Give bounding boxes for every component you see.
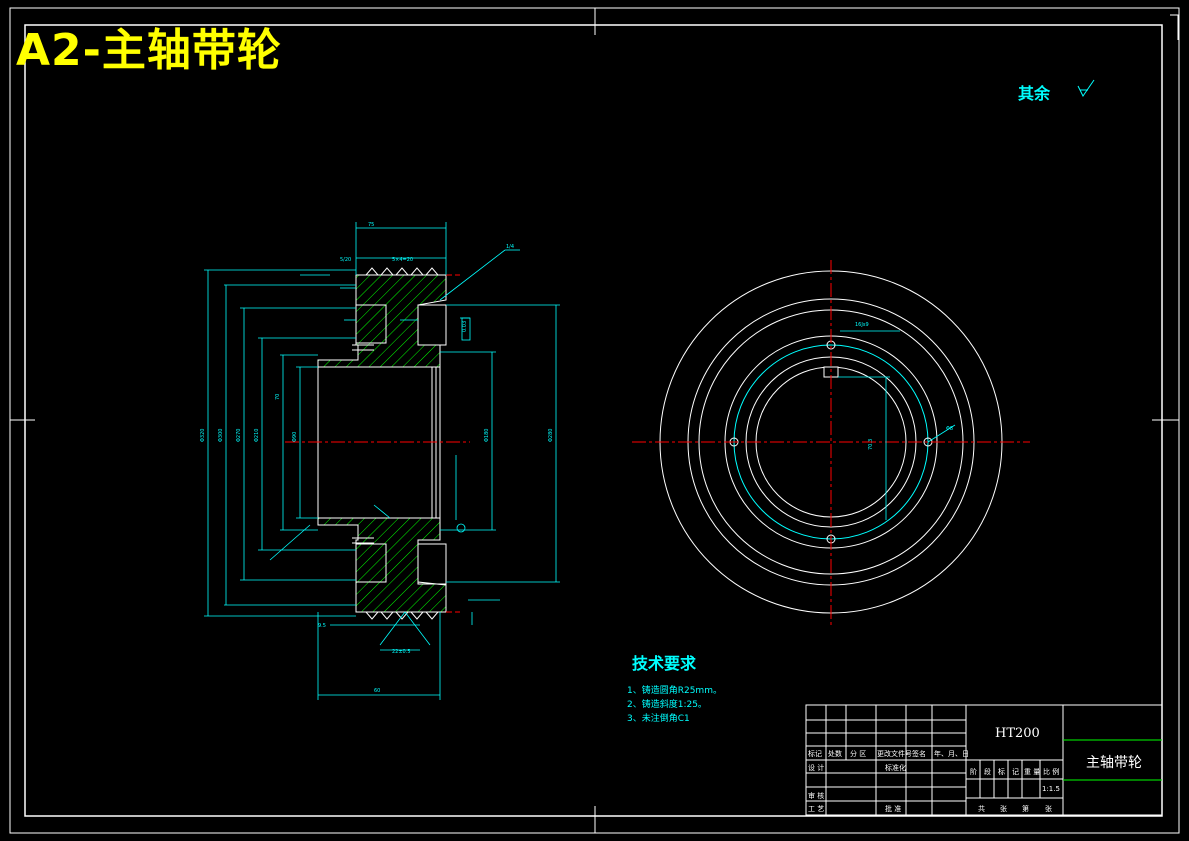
section-view: 75 5/20 5×4=20 1/4 60 22±0.5 9.5 Φ320 Φ3… <box>200 222 560 700</box>
col-label: 标记 <box>808 750 822 758</box>
section-hatch-upper <box>317 274 447 368</box>
sheet-label: 共 <box>978 805 985 813</box>
svg-text:1/4: 1/4 <box>506 244 514 250</box>
row-label: 设 计 <box>808 764 825 772</box>
svg-text:Φ270: Φ270 <box>236 429 242 442</box>
tech-requirements-list: 1、铸造圆角R25mm。 2、铸造斜度1:25。 3、未注倒角C1 <box>627 684 722 726</box>
roughness-symbol-icon <box>1077 79 1095 97</box>
sheet-title: A2-主轴带轮 <box>16 25 282 76</box>
row-label: 工 艺 <box>808 805 825 813</box>
tech-requirements-heading: 技术要求 <box>632 654 697 673</box>
svg-text:60: 60 <box>374 688 380 694</box>
svg-text:Φ320: Φ320 <box>200 429 206 442</box>
svg-text:22±0.5: 22±0.5 <box>392 649 411 655</box>
sheet-label: 张 <box>1000 805 1007 813</box>
scale-value: 1:1.5 <box>1042 785 1060 793</box>
section-hatch-lower <box>317 517 447 613</box>
svg-text:Φ210: Φ210 <box>254 429 260 442</box>
approve-label: 批 准 <box>885 805 902 813</box>
tech-requirement-item: 2、铸造斜度1:25。 <box>627 700 707 710</box>
svg-text:Φ8: Φ8 <box>946 426 953 432</box>
svg-text:70: 70 <box>275 394 281 400</box>
svg-text:5/20: 5/20 <box>340 257 351 263</box>
stage-label: 阶 <box>970 768 977 776</box>
col-label: 处数 <box>828 750 842 758</box>
sheet-label: 第 <box>1022 805 1029 813</box>
col-label: 更改文件号 <box>877 750 912 758</box>
row-label: 审 核 <box>808 792 825 800</box>
stage-label: 比 例 <box>1043 768 1060 776</box>
svg-text:Φ280: Φ280 <box>548 429 554 442</box>
svg-text:Φ300: Φ300 <box>218 429 224 442</box>
svg-text:0.03: 0.03 <box>462 321 468 332</box>
svg-text:Φ90: Φ90 <box>292 432 298 442</box>
section-dimensions <box>204 222 560 700</box>
material-label: HT200 <box>995 726 1040 741</box>
col-label: 签名 <box>912 750 926 758</box>
roughness-note: 其余 <box>1018 84 1051 103</box>
stage-label: 标 <box>998 768 1005 776</box>
std-label: 标准化 <box>885 764 906 772</box>
tech-requirement-item: 3、未注倒角C1 <box>627 714 690 724</box>
col-label: 分 区 <box>850 750 867 758</box>
tech-requirement-item: 1、铸造圆角R25mm。 <box>627 686 722 696</box>
sheet-label: 张 <box>1045 805 1052 813</box>
stage-label: 记 <box>1012 768 1019 776</box>
part-name: 主轴带轮 <box>1086 755 1142 771</box>
svg-text:Φ180: Φ180 <box>484 429 490 442</box>
svg-text:5×4=20: 5×4=20 <box>392 257 413 263</box>
title-block <box>805 704 1163 816</box>
svg-text:75: 75 <box>368 222 374 228</box>
sheet-frame <box>9 7 1180 834</box>
svg-text:16Js9: 16Js9 <box>855 322 869 328</box>
col-label: 年、月、日 <box>934 750 969 758</box>
front-view: 16Js9 70.3 Φ8 <box>632 260 1030 625</box>
svg-text:70.3: 70.3 <box>868 439 874 450</box>
stage-label: 段 <box>984 768 991 776</box>
stage-label: 重 量 <box>1024 768 1041 776</box>
svg-text:9.5: 9.5 <box>318 623 326 629</box>
